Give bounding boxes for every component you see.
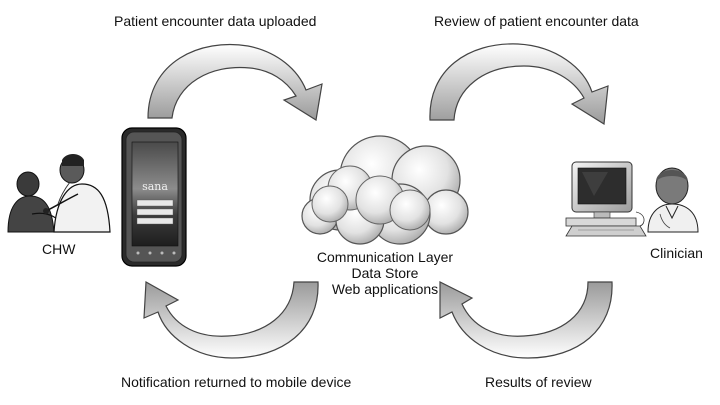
cloud-line-datastore: Data Store — [351, 265, 419, 281]
notification-label: Notification returned to mobile device — [121, 374, 352, 390]
health-worker-icon — [7, 154, 111, 233]
chw-label: CHW — [42, 241, 76, 257]
desktop-computer-icon — [565, 161, 647, 237]
upload-arrow-icon — [147, 43, 323, 121]
notification-arrow-icon — [143, 281, 319, 359]
cloud-icon — [301, 135, 469, 245]
cloud-line-communication: Communication Layer — [316, 249, 454, 265]
cloud-line-webapps: Web applications — [331, 281, 439, 297]
upload-label: Patient encounter data uploaded — [114, 13, 317, 29]
results-arrow-icon — [439, 281, 613, 359]
review-label: Review of patient encounter data — [434, 13, 639, 29]
results-label: Results of review — [485, 374, 592, 390]
doctor-icon — [647, 167, 699, 233]
phone-app-name: sana — [142, 180, 168, 193]
smartphone-icon — [121, 127, 187, 267]
clinician-label: Clinician — [650, 245, 703, 261]
review-arrow-icon — [429, 43, 609, 126]
cloud-description: Communication Layer Data Store Web appli… — [305, 249, 465, 297]
